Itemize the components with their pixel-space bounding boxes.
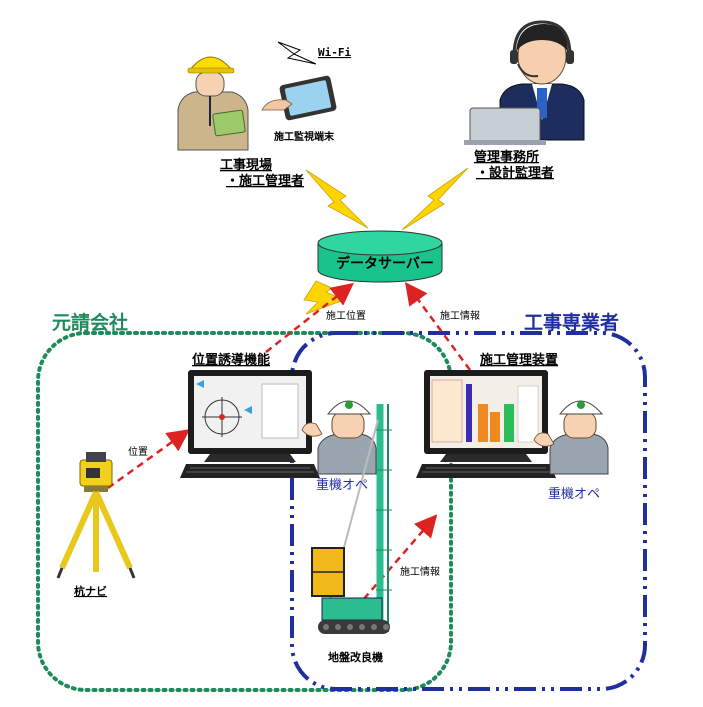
wifi-label: Wi-Fi [318, 46, 351, 59]
construction-info-top-label: 施工情報 [440, 309, 480, 322]
lightning-icon [401, 167, 469, 231]
prime-contractor-boundary [36, 331, 453, 692]
construction-info-machine-label: 施工情報 [400, 565, 440, 578]
site-label-line1: 工事現場 [220, 157, 272, 173]
position-label: 位置 [128, 445, 148, 458]
office-label-line2: ・設計監理者 [476, 165, 554, 181]
management-device-label: 施工管理装置 [480, 352, 558, 368]
lightning-icon [303, 280, 346, 315]
server-label: データサーバー [336, 255, 434, 272]
position-upload-arrow [265, 282, 354, 353]
ground-improvement-machine-icon [311, 404, 392, 634]
office-operator-icon [464, 20, 585, 145]
lightning-icon [305, 169, 369, 229]
specialist-contractor-boundary [290, 331, 647, 691]
heavy-machine-operator-icon [301, 400, 377, 475]
guidance-label: 位置誘導機能 [192, 352, 270, 368]
position-arrow [107, 429, 191, 490]
specialist-contractor-label: 工事専業者 [524, 311, 619, 334]
operator-right-label: 重機オペ [548, 486, 600, 502]
survey-tripod-icon [56, 452, 136, 579]
wifi-lightning-icon [277, 41, 317, 65]
site-label-line2: ・施工管理者 [226, 173, 304, 189]
position-info-label: 施工位置 [326, 309, 366, 322]
prime-contractor-label: 元請会社 [52, 311, 128, 334]
office-label-line1: 管理事務所 [474, 149, 539, 165]
construction-info-upload-arrow [405, 281, 472, 371]
ground-machine-label: 地盤改良機 [328, 650, 383, 664]
database-icon [317, 230, 443, 283]
heavy-machine-operator-icon [533, 400, 609, 475]
guidance-monitor-icon [180, 370, 320, 478]
construction-worker-icon [177, 56, 249, 151]
terminal-label: 施工監視端末 [274, 130, 335, 143]
operator-left-label: 重機オペ [316, 477, 368, 493]
pile-navi-label: 杭ナビ [74, 584, 107, 598]
tablet-icon [261, 75, 337, 121]
machine-info-arrow [355, 514, 438, 609]
management-monitor-icon [416, 370, 556, 478]
